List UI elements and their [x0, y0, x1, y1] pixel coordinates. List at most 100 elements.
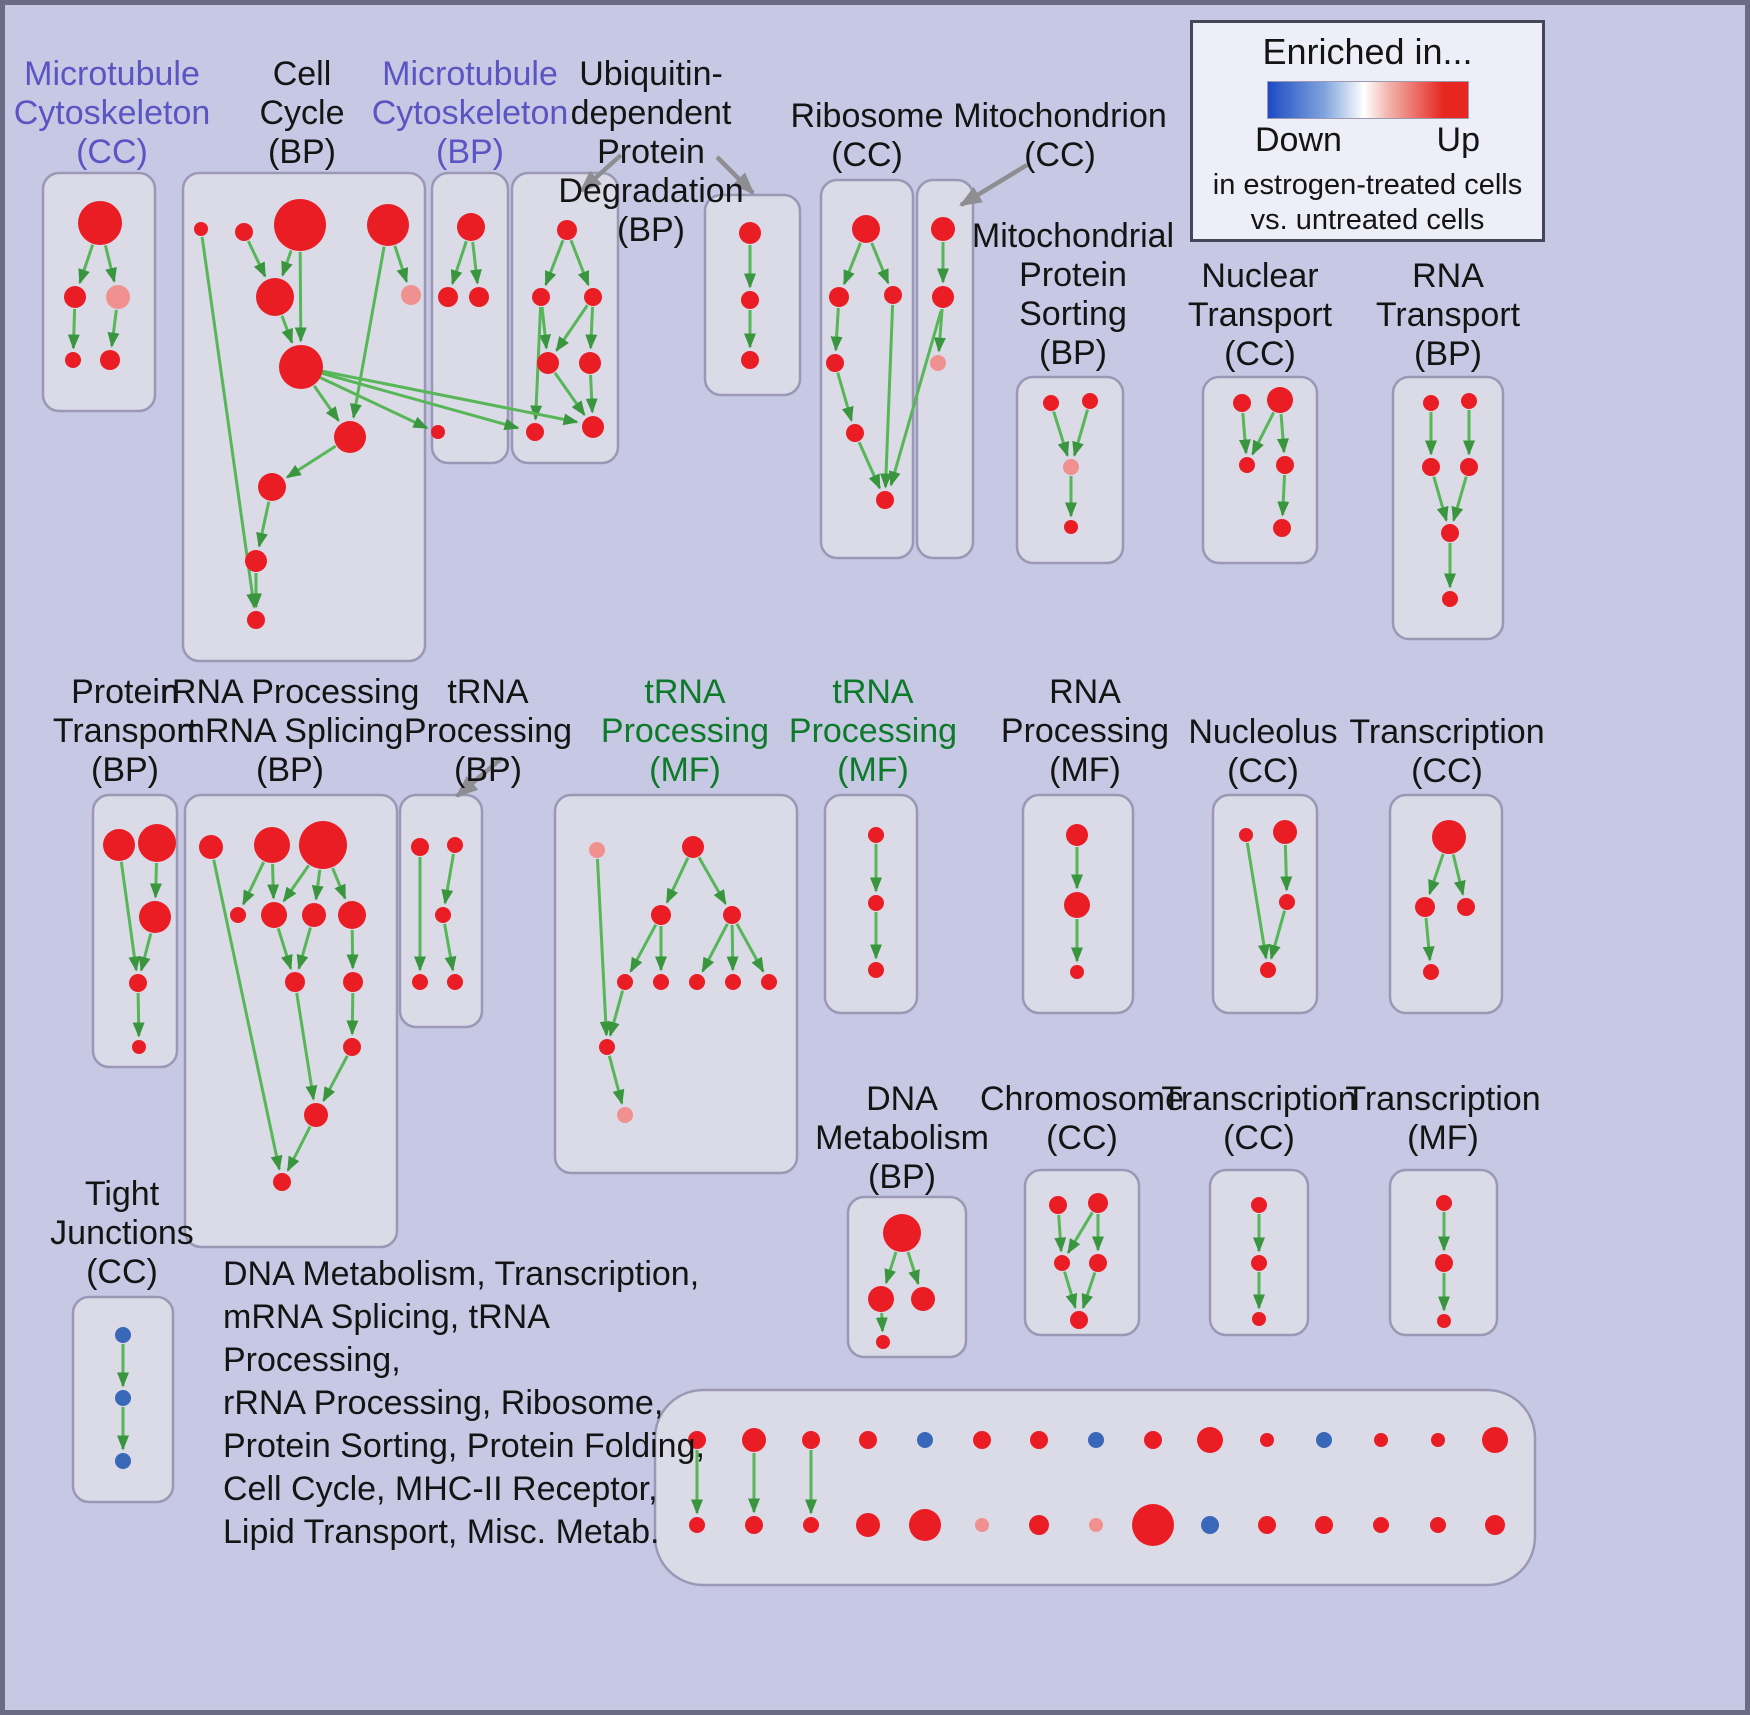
- node-red: [653, 974, 669, 990]
- group-box-rrna-processing-mrna-splicing-bp: [183, 793, 399, 1249]
- edge: [544, 239, 565, 287]
- group-box-transcription-cc-2: [1208, 1168, 1310, 1337]
- legend-down-label: Down: [1255, 121, 1342, 159]
- edge: [294, 251, 307, 343]
- node-red: [1252, 1312, 1266, 1326]
- node-red: [1432, 820, 1466, 854]
- edge: [241, 861, 266, 906]
- node-red: [932, 286, 954, 308]
- node-blue: [115, 1390, 131, 1406]
- node-pink: [975, 1518, 989, 1532]
- cross-edge: [320, 369, 579, 426]
- node-red: [1043, 395, 1059, 411]
- node-red: [1258, 1516, 1276, 1534]
- node-red: [338, 901, 366, 929]
- node-red: [911, 1287, 935, 1311]
- edge: [553, 371, 586, 416]
- edge: [296, 927, 312, 970]
- node-red: [411, 838, 429, 856]
- node-red: [1423, 964, 1439, 980]
- edge: [331, 867, 347, 900]
- edge: [539, 306, 551, 350]
- edge: [441, 853, 455, 905]
- edge: [585, 374, 598, 414]
- node-red: [139, 901, 171, 933]
- edge: [132, 992, 145, 1038]
- node-red: [1088, 1193, 1108, 1213]
- edge: [875, 1312, 888, 1333]
- legend-title: Enriched in...: [1262, 31, 1473, 72]
- edge: [1451, 854, 1466, 896]
- annotation-arrow: [959, 163, 1029, 207]
- node-red: [1251, 1255, 1267, 1271]
- edge: [697, 856, 727, 906]
- node-red: [258, 473, 286, 501]
- node-red: [261, 902, 287, 928]
- edge: [933, 308, 946, 353]
- node-red: [688, 1431, 706, 1449]
- edge: [346, 929, 359, 970]
- node-red: [725, 974, 741, 990]
- node-red: [254, 827, 290, 863]
- node-red: [1064, 520, 1078, 534]
- edge: [884, 1251, 898, 1285]
- node-red: [285, 972, 305, 992]
- edge: [280, 315, 294, 345]
- node-red: [973, 1431, 991, 1449]
- group-box-nuclear-transport-cc: [1201, 375, 1319, 565]
- node-red: [129, 974, 147, 992]
- node-blue: [115, 1453, 131, 1469]
- node-red: [532, 288, 550, 306]
- node-red: [582, 416, 604, 438]
- edge: [607, 1055, 625, 1105]
- edge: [1063, 1271, 1078, 1309]
- cross-edge: [888, 310, 943, 487]
- node-red: [274, 199, 326, 251]
- node-red: [1251, 1197, 1267, 1213]
- node-red: [1197, 1427, 1223, 1453]
- group-box-mitochondrion-cc: [915, 178, 975, 560]
- node-red: [1066, 824, 1088, 846]
- edge: [119, 861, 141, 972]
- node-red: [138, 824, 176, 862]
- edge: [312, 384, 340, 422]
- legend-gradient-bar: [1266, 81, 1469, 119]
- node-red: [1279, 894, 1295, 910]
- node-red: [100, 350, 120, 370]
- node-red: [557, 220, 577, 240]
- node-red: [1374, 1433, 1388, 1447]
- node-red: [584, 288, 602, 306]
- edge: [1052, 411, 1070, 457]
- node-red: [1442, 591, 1458, 607]
- node-red: [723, 906, 741, 924]
- node-red: [761, 974, 777, 990]
- node-pink: [617, 1107, 633, 1123]
- edge: [608, 990, 625, 1037]
- node-red: [876, 491, 894, 509]
- node-red: [739, 222, 761, 244]
- edge: [256, 501, 271, 548]
- node-red: [245, 550, 267, 572]
- node-red: [829, 287, 849, 307]
- node-red: [1064, 892, 1090, 918]
- group-box-microtubule-cytoskeleton-bp: [430, 171, 510, 465]
- node-red: [856, 1513, 880, 1537]
- node-red: [745, 1516, 763, 1534]
- node-red: [343, 1038, 361, 1056]
- node-red: [1415, 897, 1435, 917]
- edge: [246, 240, 267, 278]
- node-red: [1315, 1516, 1333, 1534]
- cross-edge: [320, 371, 520, 431]
- edge: [1269, 910, 1287, 960]
- node-red: [1267, 387, 1293, 413]
- node-pink: [106, 285, 130, 309]
- group-box-microtubule-cytoskeleton-cc: [41, 171, 157, 413]
- node-red: [1260, 1433, 1274, 1447]
- node-red: [852, 215, 880, 243]
- edge: [78, 244, 95, 285]
- node-red: [599, 1039, 615, 1055]
- node-red: [1029, 1515, 1049, 1535]
- node-red: [859, 1431, 877, 1449]
- node-red: [526, 423, 544, 441]
- node-red: [1460, 458, 1478, 476]
